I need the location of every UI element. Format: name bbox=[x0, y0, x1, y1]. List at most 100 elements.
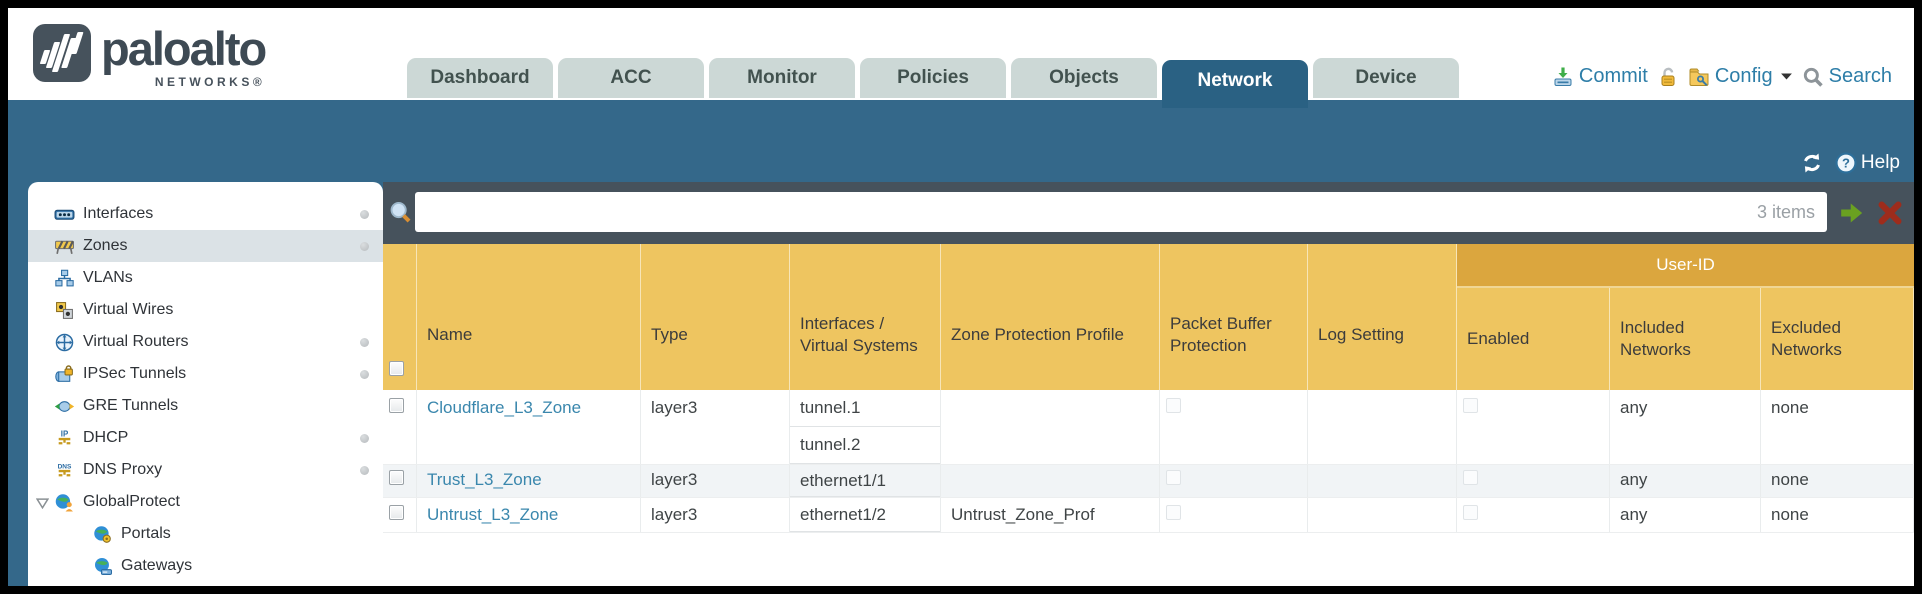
left-edge-strip bbox=[8, 182, 28, 586]
sidebar-item-label: GRE Tunnels bbox=[83, 397, 179, 414]
zone-name-link[interactable]: Cloudflare_L3_Zone bbox=[427, 398, 582, 417]
tab-objects[interactable]: Objects bbox=[1011, 58, 1157, 98]
config-label: Config bbox=[1714, 65, 1773, 87]
column-header-type[interactable]: Type bbox=[641, 244, 790, 390]
sidebar-item-virtual-wires[interactable]: Virtual Wires bbox=[28, 294, 383, 326]
expander-open-icon[interactable] bbox=[35, 496, 50, 510]
packet-buffer-protection-cell bbox=[1160, 498, 1308, 532]
virtual-routers-icon bbox=[54, 333, 75, 352]
excluded-networks-cell: none bbox=[1761, 390, 1914, 464]
sidebar-item-vlans[interactable]: VLANs bbox=[28, 262, 383, 294]
sidebar-item-zones[interactable]: Zones bbox=[28, 230, 383, 262]
dhcp-icon: IP bbox=[54, 429, 75, 448]
log-setting-cell bbox=[1308, 465, 1457, 497]
tab-dashboard[interactable]: Dashboard bbox=[407, 58, 553, 98]
tab-acc[interactable]: ACC bbox=[558, 58, 704, 98]
select-all-checkbox[interactable] bbox=[389, 361, 404, 376]
clear-filter-button[interactable] bbox=[1876, 199, 1904, 227]
column-header-included-networks[interactable]: Included Networks bbox=[1610, 288, 1761, 390]
interfaces-icon bbox=[54, 205, 75, 224]
commit-label: Commit bbox=[1578, 65, 1648, 87]
column-header-log-setting[interactable]: Log Setting bbox=[1308, 244, 1457, 390]
user-id-enabled-checkbox bbox=[1463, 505, 1478, 520]
interface-entry: tunnel.2 bbox=[790, 427, 940, 464]
user-id-enabled-cell bbox=[1457, 498, 1610, 532]
config-menu-button[interactable]: Config bbox=[1688, 65, 1793, 88]
apply-filter-arrow-icon bbox=[1841, 203, 1863, 223]
zone-name-cell: Trust_L3_Zone bbox=[417, 465, 641, 497]
excluded-networks-cell: none bbox=[1761, 465, 1914, 497]
svg-text:?: ? bbox=[1842, 156, 1850, 171]
zone-name-cell: Untrust_L3_Zone bbox=[417, 498, 641, 532]
lock-icon[interactable] bbox=[1657, 66, 1679, 88]
type-cell: layer3 bbox=[641, 498, 790, 532]
teal-band: ? Help bbox=[8, 100, 1914, 182]
sidebar-item-label: IPSec Tunnels bbox=[83, 365, 187, 382]
row-select-checkbox[interactable] bbox=[389, 505, 404, 520]
zone-name-cell: Cloudflare_L3_Zone bbox=[417, 390, 641, 464]
sidebar-item-portals[interactable]: Portals bbox=[28, 518, 383, 550]
row-select-cell bbox=[383, 390, 417, 464]
column-header-packet-buffer-protection[interactable]: Packet Buffer Protection bbox=[1160, 244, 1308, 390]
column-header-name[interactable]: Name bbox=[417, 244, 641, 390]
help-icon: ? bbox=[1835, 152, 1857, 174]
help-button[interactable]: ? Help bbox=[1835, 152, 1900, 174]
refresh-icon[interactable] bbox=[1801, 152, 1823, 174]
column-header-interfaces[interactable]: Interfaces / Virtual Systems bbox=[790, 244, 941, 390]
zone-protection-profile-cell bbox=[941, 390, 1160, 464]
column-header-select bbox=[383, 244, 417, 390]
interfaces-cell: ethernet1/2 bbox=[790, 498, 941, 532]
user-id-enabled-checkbox bbox=[1463, 470, 1478, 485]
sidebar-item-gre-tunnels[interactable]: GRE Tunnels bbox=[28, 390, 383, 422]
row-select-checkbox[interactable] bbox=[389, 470, 404, 485]
sidebar-item-label: Zones bbox=[83, 237, 128, 254]
sidebar-item-label: Gateways bbox=[121, 557, 193, 574]
gateways-icon bbox=[92, 557, 113, 576]
filter-toolbar: 3 items bbox=[383, 182, 1914, 244]
sidebar-item-gateways[interactable]: Gateways bbox=[28, 550, 383, 582]
paloalto-logo-icon bbox=[33, 24, 91, 82]
sidebar-item-virtual-routers[interactable]: Virtual Routers bbox=[28, 326, 383, 358]
excluded-networks-cell: none bbox=[1761, 498, 1914, 532]
column-header-excluded-networks[interactable]: Excluded Networks bbox=[1761, 288, 1914, 390]
user-id-enabled-cell bbox=[1457, 390, 1610, 464]
sidebar-item-interfaces[interactable]: Interfaces bbox=[28, 198, 383, 230]
ipsec-tunnels-icon bbox=[54, 364, 75, 384]
search-label: Search bbox=[1828, 65, 1892, 87]
included-networks-cell: any bbox=[1610, 390, 1761, 464]
packet-buffer-protection-checkbox bbox=[1166, 398, 1181, 413]
tab-monitor[interactable]: Monitor bbox=[709, 58, 855, 98]
sidebar-item-label: Interfaces bbox=[83, 205, 154, 222]
apply-filter-button[interactable] bbox=[1838, 199, 1866, 227]
tab-device[interactable]: Device bbox=[1313, 58, 1459, 98]
row-select-cell bbox=[383, 465, 417, 497]
commit-icon bbox=[1554, 67, 1572, 86]
tab-network[interactable]: Network bbox=[1162, 60, 1308, 108]
tab-policies[interactable]: Policies bbox=[860, 58, 1006, 98]
row-select-checkbox[interactable] bbox=[389, 398, 404, 413]
zone-name-link[interactable]: Untrust_L3_Zone bbox=[427, 505, 559, 524]
status-dot bbox=[360, 434, 369, 443]
filter-input[interactable] bbox=[415, 192, 1757, 232]
column-header-zone-protection-profile[interactable]: Zone Protection Profile bbox=[941, 244, 1160, 390]
status-dot bbox=[360, 466, 369, 475]
commit-button[interactable]: Commit bbox=[1552, 65, 1648, 88]
table-empty-space bbox=[383, 533, 1914, 586]
column-header-user-id-enabled[interactable]: Enabled bbox=[1457, 288, 1610, 390]
zones-icon bbox=[54, 237, 75, 256]
search-icon bbox=[1803, 67, 1823, 87]
sidebar-item-ipsec-tunnels[interactable]: IPSec Tunnels bbox=[28, 358, 383, 390]
sidebar-item-globalprotect[interactable]: GlobalProtect bbox=[28, 486, 383, 518]
dns-proxy-icon: DNS bbox=[54, 461, 75, 480]
global-search-button[interactable]: Search bbox=[1802, 65, 1892, 88]
zone-name-link[interactable]: Trust_L3_Zone bbox=[427, 470, 542, 489]
packet-buffer-protection-checkbox bbox=[1166, 470, 1181, 485]
